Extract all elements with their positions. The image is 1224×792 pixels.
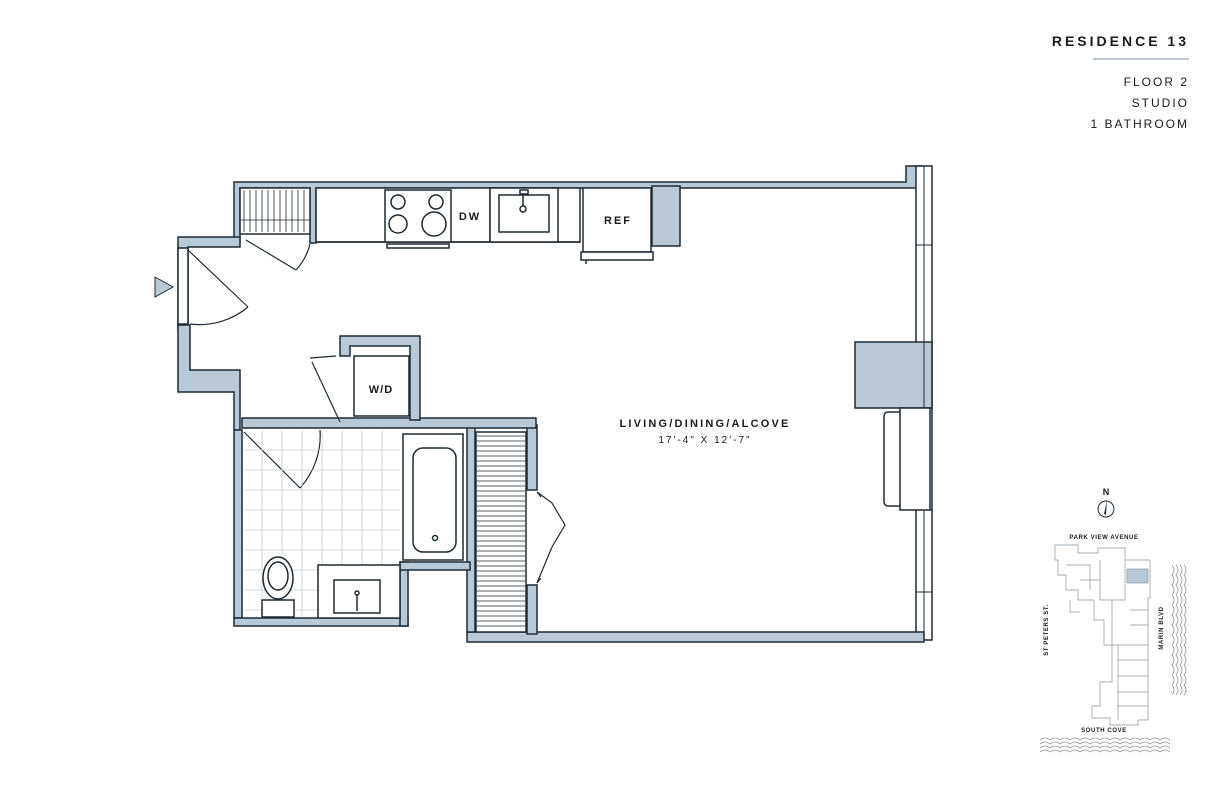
kitchen-faucet-base (519, 189, 529, 195)
window-bench-back (899, 407, 931, 511)
wall-bath-bottom (233, 617, 409, 627)
bathtub-drain-icon (431, 534, 439, 542)
refrigerator (582, 187, 652, 253)
bathtub-inner (412, 447, 457, 553)
street-top-label: PARK VIEW AVENUE (1069, 535, 1138, 541)
kitchen-faucet-icon (519, 205, 527, 213)
chimney-column (854, 341, 933, 409)
wall-left-mid (177, 324, 241, 431)
wall-ref-column (651, 185, 681, 247)
closet-shelf (475, 431, 527, 633)
closet-hatch (477, 435, 525, 627)
washer-dryer (353, 355, 410, 417)
compass-icon (1097, 500, 1115, 518)
toilet-tank (261, 599, 295, 618)
refrigerator-label: REF (604, 215, 632, 227)
residence-title: RESIDENCE 13 (1051, 33, 1189, 49)
street-left-label: ST PETERS ST. (1044, 604, 1050, 655)
entry-closet (239, 187, 311, 235)
building-footprint (1054, 544, 1151, 726)
key-map: N PARK VIEW AVENUE ST PETERS ST. MARIN B… (1039, 487, 1187, 753)
wall-bath-right (399, 561, 409, 627)
street-bottom-label: SOUTH COVE (1081, 728, 1127, 734)
range-handle (386, 243, 450, 249)
burner-1-icon (390, 194, 406, 210)
dishwasher-label: DW (459, 211, 481, 223)
street-right-label: MARIN BLVD (1159, 606, 1165, 649)
burner-4-icon (421, 211, 447, 237)
floor-label: FLOOR 2 (1123, 75, 1189, 89)
vanity-faucet-icon (354, 590, 360, 596)
water-waves-bottom (1039, 737, 1171, 753)
wall-bottom-right (466, 631, 925, 643)
wd-door-swing (309, 355, 341, 423)
unit-info: RESIDENCE 13 FLOOR 2 STUDIO 1 BATHROOM (929, 30, 1189, 135)
entry-arrow-icon (154, 276, 175, 298)
closet-door-swing (245, 239, 311, 271)
wall-closet-left (466, 424, 476, 633)
wall-bath-ledge (399, 561, 471, 571)
wall-wd-closet (339, 335, 421, 421)
wall-closet-right-lower (526, 584, 538, 635)
wall-bath-top (241, 417, 537, 429)
unit-highlight (1126, 568, 1149, 584)
kitchen-sink-basin (498, 194, 550, 233)
entry-closet-hatch (240, 190, 310, 232)
entry-door-swing (187, 249, 249, 326)
room-dimensions-label: 17'-4" X 12'-7" (658, 435, 751, 446)
closet-bifold-doors (536, 491, 566, 584)
bathroom-count-label: 1 BATHROOM (1090, 117, 1189, 131)
wall-bath-left (233, 429, 243, 619)
wall-closet-right-upper (526, 424, 538, 491)
toilet-seat (267, 561, 289, 591)
compass-north-label: N (1103, 487, 1110, 497)
burner-2-icon (428, 194, 444, 210)
room-name-label: LIVING/DINING/ALCOVE (619, 418, 790, 430)
washer-dryer-label: W/D (369, 384, 393, 396)
bath-door-swing (243, 429, 321, 489)
water-waves-right (1171, 564, 1187, 696)
unit-type-label: STUDIO (1131, 96, 1189, 110)
entry-door-frame (177, 247, 189, 325)
burner-3-icon (388, 214, 408, 234)
refrigerator-base (580, 251, 654, 261)
title-rule (1093, 58, 1189, 60)
